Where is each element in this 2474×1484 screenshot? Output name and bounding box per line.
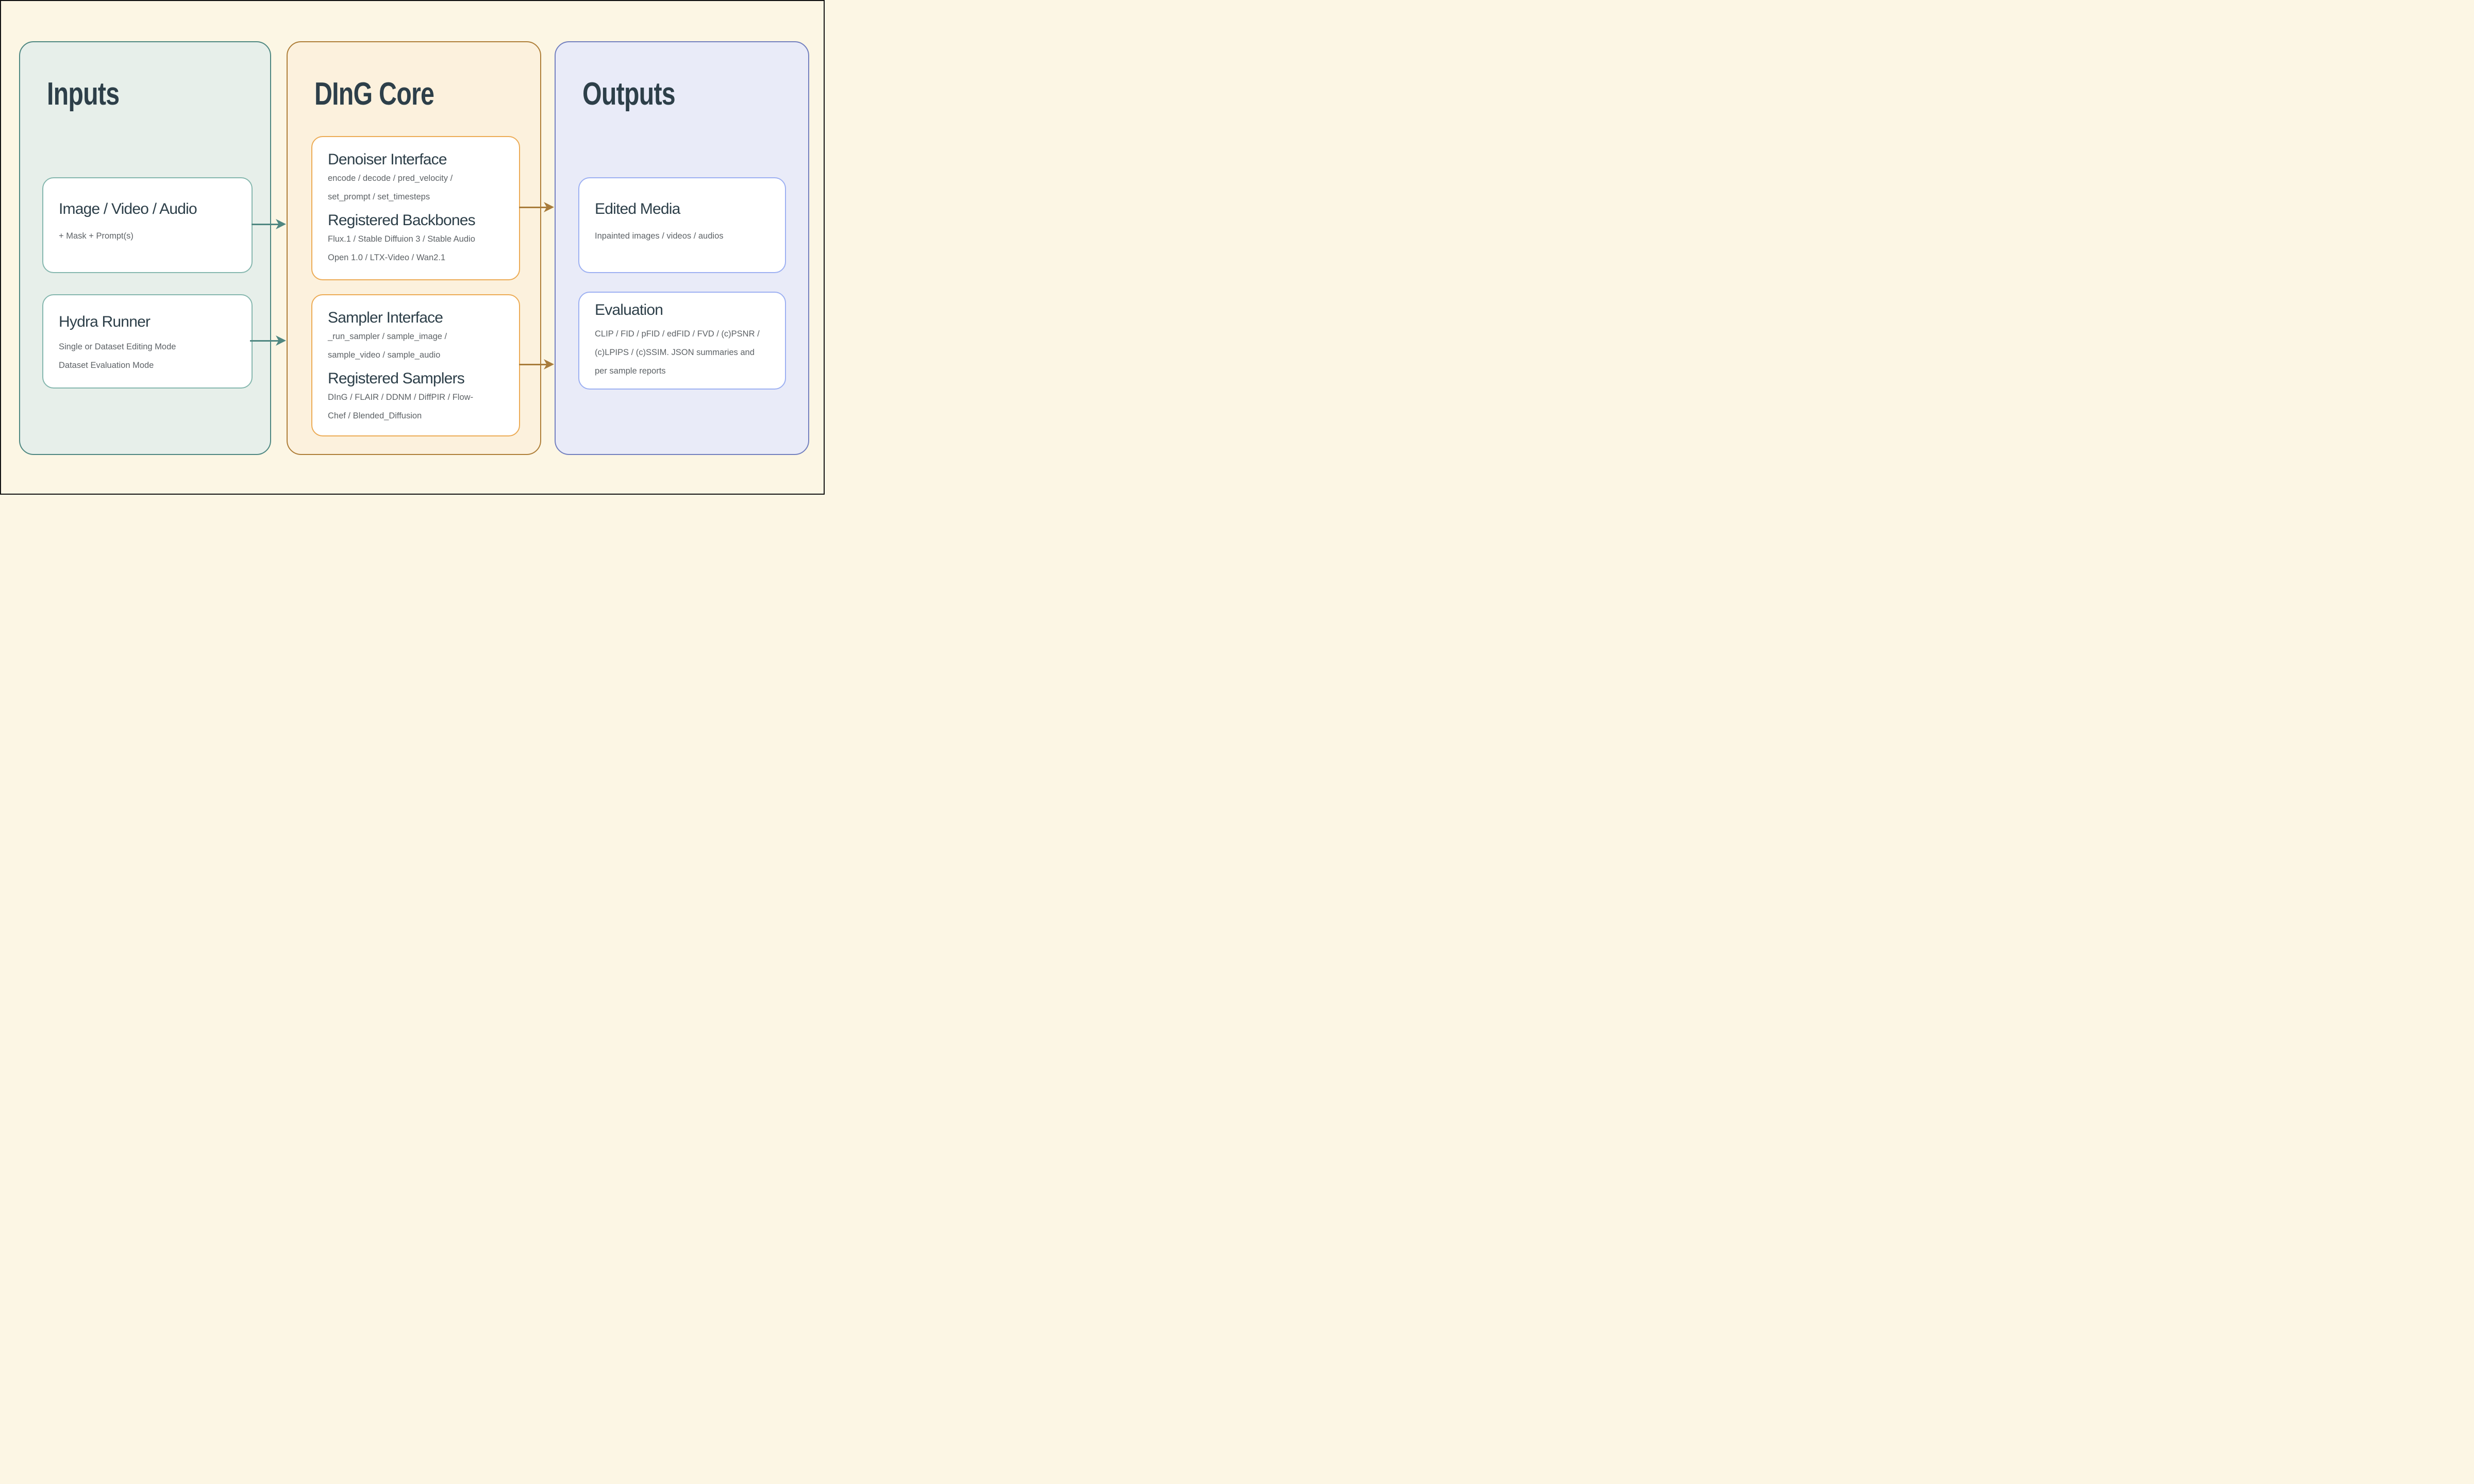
input-media-heading: Image / Video / Audio xyxy=(59,200,197,217)
column-title-inputs: Inputs xyxy=(47,76,120,112)
column-outputs: Outputs Edited Media Inpainted images / … xyxy=(555,41,809,455)
sampler-interface-block: Sampler Interface _run_sampler / sample_… xyxy=(328,309,504,364)
edited-media-block: Edited Media Inpainted images / videos /… xyxy=(595,200,770,245)
hydra-runner-lines: Single or Dataset Editing Mode Dataset E… xyxy=(59,338,236,375)
input-media-line: + Mask + Prompt(s) xyxy=(59,231,133,241)
hydra-runner-line: Dataset Evaluation Mode xyxy=(59,361,154,370)
column-ding-core: DInG Core Denoiser Interface encode / de… xyxy=(287,41,541,455)
sampler-interface-lines: _run_sampler / sample_image / sample_vid… xyxy=(328,327,504,364)
sampler-interface-heading: Sampler Interface xyxy=(328,309,443,326)
arrow-shaft xyxy=(519,363,547,365)
hydra-runner-line: Single or Dataset Editing Mode xyxy=(59,342,176,351)
diagram-canvas: Inputs Image / Video / Audio + Mask + Pr… xyxy=(0,0,825,495)
registered-samplers-block: Registered Samplers DInG / FLAIR / DDNM … xyxy=(328,369,504,425)
arrow-denoiser-to-edited-media-icon xyxy=(519,202,554,212)
edited-media-lines: Inpainted images / videos / audios xyxy=(595,227,770,245)
evaluation-metrics-line: per sample reports xyxy=(595,366,666,376)
column-inputs: Inputs Image / Video / Audio + Mask + Pr… xyxy=(19,41,271,455)
sampler-methods-line: _run_sampler / sample_image / xyxy=(328,332,447,341)
arrow-shaft xyxy=(252,223,279,225)
hydra-runner-heading: Hydra Runner xyxy=(59,313,151,330)
edited-media-heading: Edited Media xyxy=(595,200,680,217)
registered-backbones-heading: Registered Backbones xyxy=(328,212,476,229)
sampler-interface-box: Sampler Interface _run_sampler / sample_… xyxy=(311,294,520,436)
denoiser-interface-lines: encode / decode / pred_velocity / set_pr… xyxy=(328,169,504,206)
evaluation-metrics-line: CLIP / FID / pFID / edFID / FVD / (c)PSN… xyxy=(595,329,760,339)
denoiser-interface-block: Denoiser Interface encode / decode / pre… xyxy=(328,150,504,206)
evaluation-lines: CLIP / FID / pFID / edFID / FVD / (c)PSN… xyxy=(595,325,770,380)
input-media-box: Image / Video / Audio + Mask + Prompt(s) xyxy=(42,177,253,273)
samplers-line: DInG / FLAIR / DDNM / DiffPIR / Flow- xyxy=(328,393,474,402)
evaluation-block: Evaluation CLIP / FID / pFID / edFID / F… xyxy=(595,301,770,380)
evaluation-box: Evaluation CLIP / FID / pFID / edFID / F… xyxy=(578,292,786,390)
denoiser-methods-line: encode / decode / pred_velocity / xyxy=(328,174,453,183)
input-media-block: Image / Video / Audio + Mask + Prompt(s) xyxy=(59,200,236,245)
edited-media-box: Edited Media Inpainted images / videos /… xyxy=(578,177,786,273)
registered-samplers-heading: Registered Samplers xyxy=(328,370,465,387)
sampler-methods-line: sample_video / sample_audio xyxy=(328,350,441,360)
registered-backbones-block: Registered Backbones Flux.1 / Stable Dif… xyxy=(328,211,504,267)
registered-samplers-lines: DInG / FLAIR / DDNM / DiffPIR / Flow- Ch… xyxy=(328,388,504,425)
column-title-ding-core: DInG Core xyxy=(314,76,434,112)
denoiser-interface-box: Denoiser Interface encode / decode / pre… xyxy=(311,136,520,280)
arrow-sampler-to-evaluation-icon xyxy=(519,359,554,369)
arrow-shaft xyxy=(519,206,547,208)
samplers-line: Chef / Blended_Diffusion xyxy=(328,411,422,420)
registered-backbones-lines: Flux.1 / Stable Diffuion 3 / Stable Audi… xyxy=(328,230,504,267)
arrow-hydra-to-core-icon xyxy=(250,335,286,346)
backbones-line: Flux.1 / Stable Diffuion 3 / Stable Audi… xyxy=(328,234,475,244)
backbones-line: Open 1.0 / LTX-Video / Wan2.1 xyxy=(328,253,446,262)
evaluation-metrics-line: (c)LPIPS / (c)SSIM. JSON summaries and xyxy=(595,348,755,357)
input-media-lines: + Mask + Prompt(s) xyxy=(59,227,236,245)
evaluation-heading: Evaluation xyxy=(595,301,663,318)
edited-media-line: Inpainted images / videos / audios xyxy=(595,231,724,241)
hydra-runner-block: Hydra Runner Single or Dataset Editing M… xyxy=(59,313,236,375)
column-title-outputs: Outputs xyxy=(582,76,676,112)
denoiser-interface-heading: Denoiser Interface xyxy=(328,151,447,168)
hydra-runner-box: Hydra Runner Single or Dataset Editing M… xyxy=(42,294,253,389)
denoiser-methods-line: set_prompt / set_timesteps xyxy=(328,192,430,201)
arrow-shaft xyxy=(250,340,279,342)
arrow-input-media-to-core-icon xyxy=(252,219,286,229)
